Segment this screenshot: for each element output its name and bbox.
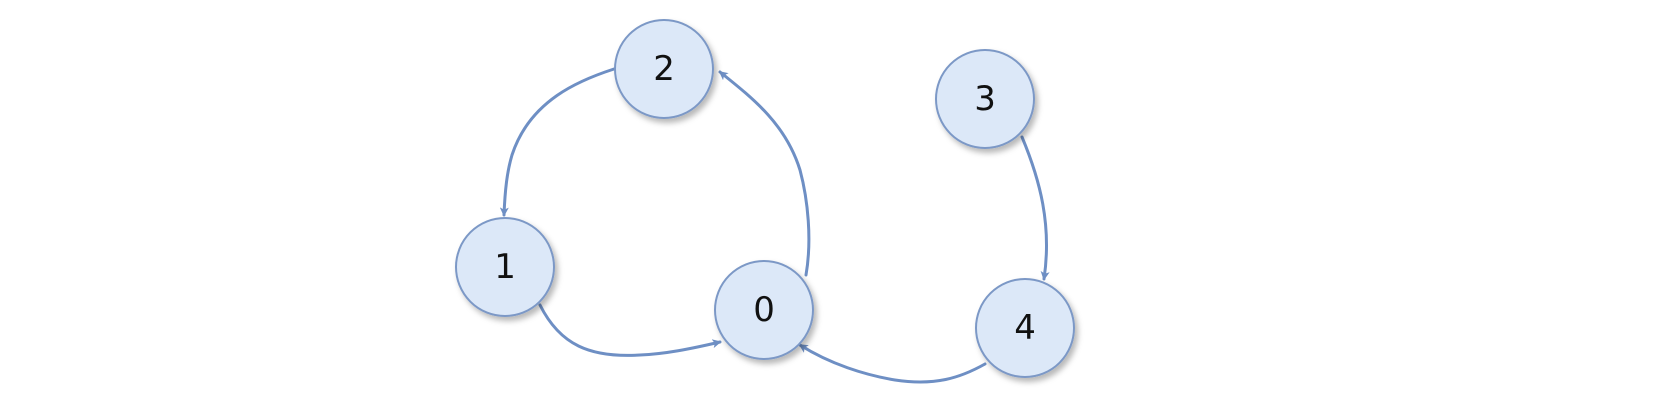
node-3: 3: [935, 49, 1035, 149]
node-3-label: 3: [974, 79, 996, 119]
node-4-label: 4: [1014, 308, 1036, 348]
node-0-label: 0: [753, 290, 775, 330]
node-0: 0: [714, 260, 814, 360]
edge-2-to-1: [499, 67, 616, 217]
node-1-label: 1: [494, 247, 516, 287]
edge-3-to-4: [1020, 135, 1050, 281]
node-2-circle: [614, 19, 714, 119]
node-4-circle: [975, 278, 1075, 378]
node-0-circle: [714, 260, 814, 360]
edges: [499, 67, 1050, 384]
nodes: 0 1 2 3 4: [455, 19, 1075, 378]
node-1-circle: [455, 217, 555, 317]
node-2-label: 2: [653, 49, 675, 89]
edge-4-to-0: [798, 343, 987, 384]
node-3-circle: [935, 49, 1035, 149]
edge-1-to-0: [538, 303, 722, 357]
node-4: 4: [975, 278, 1075, 378]
edge-0-to-2: [718, 70, 811, 277]
node-1: 1: [455, 217, 555, 317]
node-2: 2: [614, 19, 714, 119]
